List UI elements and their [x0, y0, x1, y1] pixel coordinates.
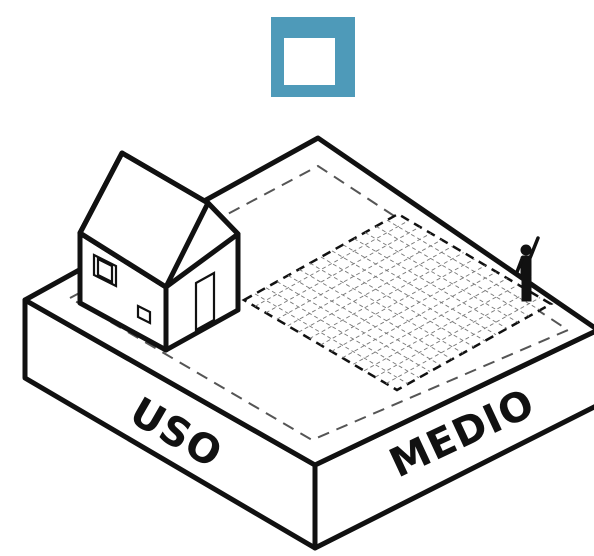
person-figure-icon: [515, 236, 540, 302]
grid-line: [254, 220, 410, 307]
roof-eave-left: [77, 151, 125, 235]
square-frame-icon: [271, 17, 355, 97]
grid-line: [254, 293, 409, 385]
usable-grid-area: [241, 212, 554, 392]
grid-line: [287, 275, 442, 366]
grid-line: [287, 239, 442, 327]
grid-line: [320, 256, 475, 348]
grid-line: [331, 250, 486, 342]
house-details: [92, 253, 216, 332]
grid-line: [298, 245, 453, 333]
grid-line: [276, 232, 432, 320]
roof-eave-right: [163, 201, 211, 289]
grid-line: [265, 287, 420, 379]
grid-line: [342, 244, 497, 336]
grid-line: [309, 252, 464, 339]
grid-line: [276, 281, 431, 372]
grid-line: [374, 290, 530, 378]
person-raised-arm: [528, 236, 540, 260]
grid-line: [385, 297, 541, 384]
grid-line: [375, 225, 530, 317]
house: [77, 150, 241, 353]
lot-boundary-dashed: [67, 164, 571, 442]
grid-line: [331, 265, 486, 352]
person-leg-left: [521, 276, 527, 302]
grid-line: [353, 277, 508, 365]
person-left-arm: [515, 257, 524, 274]
grid-lines: [254, 219, 541, 385]
roof-ridge: [120, 150, 210, 206]
house-door: [194, 271, 216, 332]
grid-line: [320, 258, 475, 346]
grid-line: [265, 226, 421, 314]
grid-line: [342, 271, 497, 359]
grid-line: [386, 219, 541, 311]
house-window-large-inner: [96, 257, 114, 284]
house-window-small: [136, 304, 152, 325]
icon-inner-square: [284, 38, 335, 85]
person-head: [520, 244, 532, 256]
grid-line: [353, 238, 508, 329]
grid-line: [298, 268, 453, 360]
grid-line: [363, 284, 519, 372]
person-leg-right: [526, 276, 532, 302]
grid-area-outline: [241, 212, 554, 392]
grid-line: [309, 262, 464, 354]
grid-line: [364, 232, 519, 323]
